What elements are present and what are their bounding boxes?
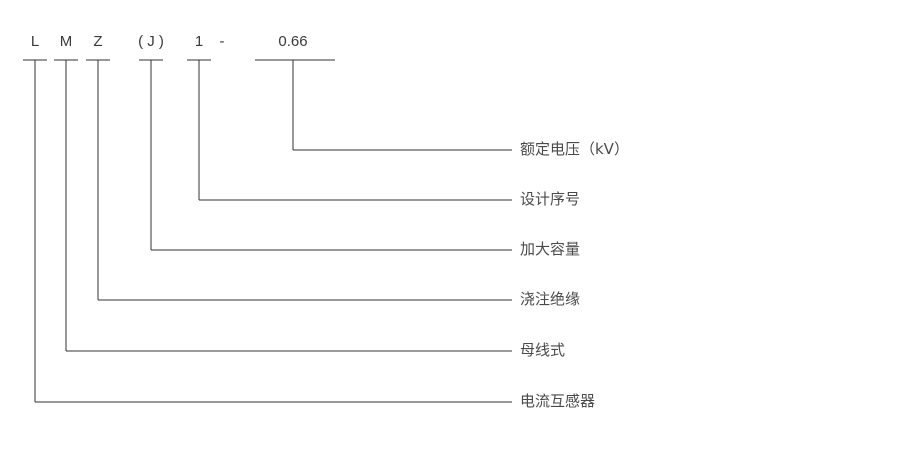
callout-label-design-serial: 设计序号	[520, 190, 581, 208]
callout-label-cast-insulation: 浇注绝缘	[520, 290, 581, 308]
code-segment-066: 0.66	[278, 33, 308, 50]
code-segment-Z: Z	[93, 33, 103, 50]
callout-leader-lines	[34, 60, 512, 403]
code-segment-1: 1	[194, 33, 204, 50]
code-segment-dash: -	[219, 33, 225, 50]
callout-label-busbar-type: 母线式	[520, 341, 566, 359]
code-segment-L: L	[30, 33, 40, 50]
callout-label-current-transformer: 电流互感器	[520, 392, 596, 410]
callout-label-increased-capacity: 加大容量	[520, 240, 581, 258]
code-segment-M: M	[59, 33, 73, 50]
code-segment-J: ( J )	[138, 33, 164, 50]
callout-label-rated-voltage: 额定电压（kV）	[520, 140, 629, 158]
